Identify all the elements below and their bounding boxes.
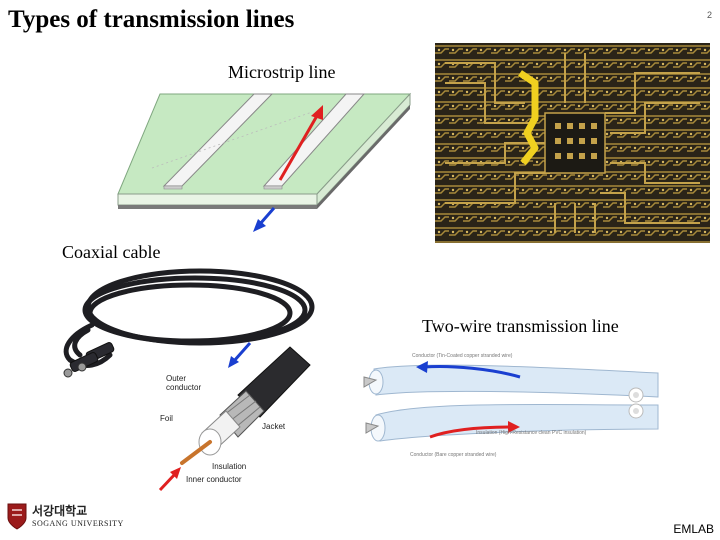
footer-emlab: EMLAB <box>673 522 714 536</box>
logo-korean-text: 서강대학교 <box>32 502 87 519</box>
microstrip-diagram <box>112 88 417 238</box>
coax-outer-conductor-label: Outer conductor <box>166 374 214 392</box>
pcb-photo <box>435 43 710 243</box>
coax-cross-section <box>150 335 330 495</box>
two-wire-diagram <box>362 345 662 465</box>
two-wire-conductor-top-label: Conductor (Tin-Coated copper stranded wi… <box>412 353 512 359</box>
two-wire-conductor-bottom-label: Conductor (Bare copper stranded wire) <box>410 452 496 458</box>
coax-foil-label: Foil <box>160 414 173 423</box>
coax-inner-conductor-label: Inner conductor <box>186 475 242 484</box>
page-number: 2 <box>707 10 712 20</box>
logo-english-text: SOGANG UNIVERSITY <box>32 519 124 528</box>
university-logo: 서강대학교 SOGANG UNIVERSITY <box>6 502 116 534</box>
two-wire-label: Two-wire transmission line <box>422 316 619 337</box>
coax-insulation-label: Insulation <box>212 462 246 471</box>
two-wire-insulation-label: Insulation (High-Resistance clean PVC in… <box>476 430 586 436</box>
coax-jacket-label: Jacket <box>262 422 285 431</box>
microstrip-label: Microstrip line <box>228 62 335 83</box>
shield-icon <box>6 502 28 530</box>
slide-title: Types of transmission lines <box>8 6 294 34</box>
